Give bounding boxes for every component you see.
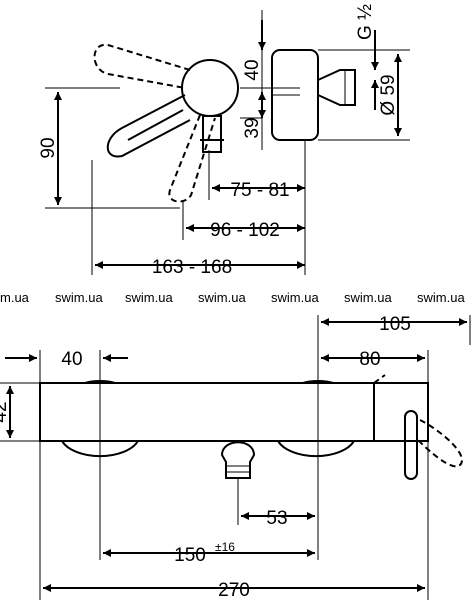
front-lever-dashed [417, 419, 463, 468]
dim-270: 270 [218, 580, 250, 600]
front-lever [404, 410, 418, 480]
dim-105: 105 [379, 314, 411, 335]
top-view: 40 39 90 75 - 81 96 - 102 163 - 168 G ½ … [38, 4, 410, 278]
wall-connector [317, 69, 356, 106]
dim-40-top: 40 [242, 59, 263, 80]
spout-outlet [202, 115, 222, 153]
handle-disc [181, 59, 239, 117]
watermark-item: swim.ua [55, 290, 103, 305]
mixer-body [39, 382, 429, 442]
dim-g-half: G ½ [355, 4, 376, 40]
lever-slot [127, 109, 184, 141]
watermark-row: m.ua swim.ua swim.ua swim.ua swim.ua swi… [0, 290, 465, 305]
wall-rose-right [277, 440, 355, 458]
lever-dashed-down [168, 114, 216, 203]
watermark-item: m.ua [0, 290, 30, 305]
watermark-item: swim.ua [271, 290, 319, 305]
dim-163-168: 163 - 168 [152, 257, 232, 278]
dim-90: 90 [38, 137, 59, 158]
dim-dia-59: Ø 59 [378, 74, 399, 115]
dim-80: 80 [359, 349, 380, 370]
dim-40-front: 40 [61, 349, 82, 370]
dim-39-top: 39 [242, 117, 263, 138]
dim-150-tolerance: ±16 [215, 540, 235, 554]
watermark-item: swim.ua [198, 290, 246, 305]
front-view: 105 40 80 42 53 150 ±16 270 [0, 314, 471, 600]
dim-96-102: 96 - 102 [210, 220, 280, 241]
lever-solid [106, 94, 191, 158]
dim-75-81: 75 - 81 [230, 180, 289, 201]
lever-dashed-up [93, 43, 191, 89]
watermark-item: swim.ua [344, 290, 392, 305]
watermark-item: swim.ua [417, 290, 465, 305]
dim-42: 42 [0, 401, 11, 422]
watermark-item: swim.ua [125, 290, 173, 305]
front-outlet [220, 441, 256, 479]
dim-53: 53 [266, 508, 287, 529]
dim-150: 150 [174, 545, 206, 566]
